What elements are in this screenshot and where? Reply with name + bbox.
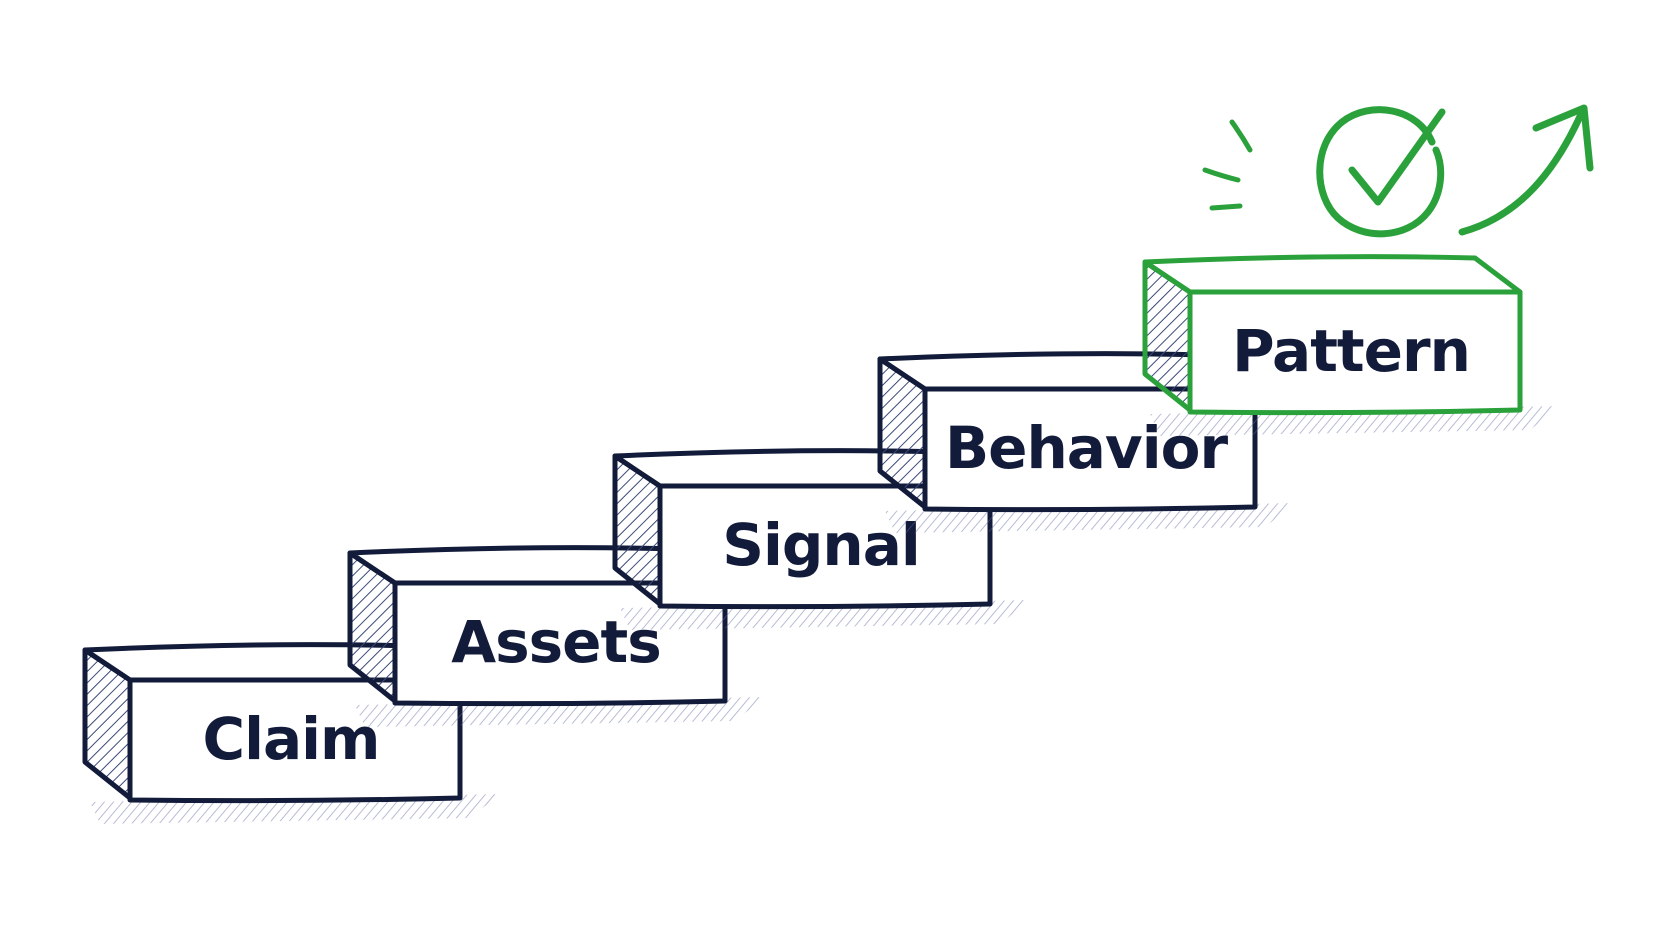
step-pattern: Pattern — [1142, 254, 1560, 436]
check-circle-icon — [1316, 106, 1446, 238]
step-top-face — [1142, 254, 1523, 295]
step-label: Claim — [203, 705, 380, 773]
sparkle-lines-icon — [1202, 119, 1253, 211]
arrow-up-right-icon — [1458, 104, 1594, 236]
step-label: Signal — [722, 511, 919, 579]
step-label: Pattern — [1232, 317, 1470, 385]
step-front-face — [1187, 289, 1523, 416]
